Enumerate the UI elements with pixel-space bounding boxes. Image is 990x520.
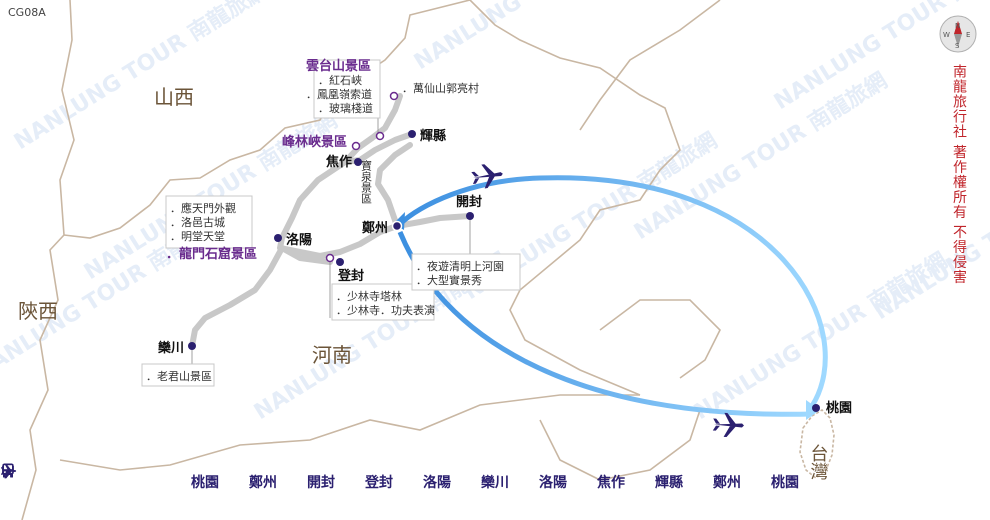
- border-henan-east: [469, 0, 681, 396]
- city-label-luanchuan: 欒川: [157, 340, 184, 356]
- svg-text:S: S: [955, 42, 960, 50]
- bus-icon: [2, 463, 417, 491]
- info-boxes: [141, 59, 521, 387]
- scenic-item: ．鳳凰嶺索道: [306, 87, 372, 101]
- bus-icon: [2, 463, 359, 491]
- province-henan: 河南: [312, 343, 352, 367]
- itinerary-route-bar: 桃園 鄭州 開封 登封 洛陽 欒川 洛陽 焦作 輝縣 鄭州 桃園: [0, 462, 990, 502]
- svg-text:W: W: [943, 31, 950, 39]
- city-label-kaifeng: 開封: [456, 194, 482, 210]
- city-markers: [188, 91, 820, 412]
- city-label-taoyuan: 桃園: [826, 400, 852, 416]
- route-stop: 洛陽: [423, 475, 451, 491]
- city-dot-luanchuan: [188, 342, 196, 350]
- scenic-item-laojunshan: ．老君山景區: [146, 370, 212, 383]
- copyright-notice: 南龍旅行社 著作權所有 不得侵害: [951, 64, 967, 285]
- watermark-layer: NANLUNG TOUR 南龍旅網 NANLUNG TOUR 南龍旅網 NANL…: [0, 0, 990, 425]
- route-stop: 鄭州: [249, 475, 277, 491]
- scenic-dot-yuntaishan: [375, 131, 385, 141]
- city-dot-huixian: [408, 130, 416, 138]
- border-shaanxi-henan: [21, 0, 75, 520]
- city-labels: 鄭州 開封 登封 洛陽 欒川 焦作 輝縣 桃園: [157, 128, 852, 416]
- city-label-jiaozuo: 焦作: [325, 154, 352, 170]
- province-shanxi: 山西: [154, 85, 194, 109]
- svg-text:E: E: [966, 31, 970, 39]
- border-hubei: [599, 299, 721, 379]
- city-dot-jiaozuo: [354, 158, 362, 166]
- province-taiwan: 台灣: [808, 444, 829, 481]
- bus-icon: [2, 463, 301, 491]
- scenic-item: ．少林寺塔林: [336, 289, 402, 303]
- scenic-dot-fenglinxia: [351, 141, 361, 151]
- city-dot-dengfeng: [336, 258, 344, 266]
- taiwan-island: [799, 408, 835, 480]
- scenic-title-baoquan: 寶泉景區: [360, 159, 373, 204]
- airplane-icon: [0, 463, 765, 491]
- city-label-dengfeng: 登封: [337, 268, 364, 284]
- scenic-vertical-label: 寶泉景區: [360, 159, 373, 204]
- scenic-dot-wanxianshan: [389, 91, 399, 101]
- scenic-item: ．大型實景秀: [416, 273, 482, 287]
- province-labels: 山西 陝西 河南 台灣: [18, 85, 829, 481]
- scenic-item-wanxianshan: ．萬仙山郭亮村: [402, 81, 479, 95]
- route-stop: 登封: [365, 475, 393, 491]
- map-code: CG08A: [8, 6, 46, 19]
- province-borders: [21, 0, 835, 520]
- border-shanxi-henan: [63, 0, 471, 239]
- scenic-title-yuntaishan: 雲台山景區: [306, 58, 371, 74]
- compass-icon: N S E W: [939, 15, 977, 53]
- watermark-text: NANLUNG TOUR 南龍旅網: [689, 248, 951, 425]
- airplane-icon: [471, 164, 503, 189]
- route-stop: 焦作: [597, 475, 625, 491]
- airplane-icon: [0, 463, 243, 491]
- route-stop: 桃園: [771, 475, 799, 491]
- route-stop: 桃園: [191, 475, 219, 491]
- city-dot-luoyang: [274, 234, 282, 242]
- city-dot-zhengzhou: [391, 220, 403, 232]
- watermark-text: NANLUNG TOUR 南龍旅網: [869, 148, 990, 325]
- watermark-text: NANLUNG TOUR 南龍旅網: [409, 0, 671, 75]
- scenic-item: ．紅石峽: [318, 74, 362, 87]
- watermark-text: NANLUNG TOUR 南龍旅網: [9, 0, 271, 155]
- road-route: [189, 93, 473, 349]
- scenic-dot-shaolin: [325, 253, 335, 263]
- bus-icon: [2, 463, 475, 491]
- yuntaishan-box: [313, 59, 381, 119]
- bus-icon: [2, 463, 649, 491]
- city-label-huixian: 輝縣: [420, 128, 446, 144]
- route-stop: 欒川: [481, 475, 509, 491]
- svg-text:N: N: [955, 22, 960, 30]
- city-label-luoyang: 洛陽: [286, 232, 312, 248]
- border-anhui: [539, 409, 701, 481]
- bus-icon: [2, 463, 707, 491]
- bus-icon: [2, 463, 591, 491]
- scenic-item: ．少林寺．功夫表演: [336, 303, 435, 317]
- luoyang-box: [165, 195, 253, 249]
- route-stop: 洛陽: [539, 475, 567, 491]
- route-stop: 輝縣: [655, 475, 683, 491]
- scenic-item: ．明堂天堂: [170, 230, 225, 243]
- scenic-labels: 雲台山景區 ．紅石峽 ．鳳凰嶺索道 ．玻璃棧道 峰林峽景區 ．萬仙山郭亮村 ．應…: [146, 58, 504, 383]
- route-stop: 鄭州: [713, 475, 741, 491]
- city-label-zhengzhou: 鄭州: [362, 220, 388, 236]
- kaifeng-box: [411, 253, 521, 291]
- border-north-east: [579, 0, 721, 131]
- scenic-title-longmen: ．龍門石窟景區: [166, 246, 257, 262]
- route-stop: 開封: [307, 475, 335, 491]
- city-dot-taoyuan: [812, 404, 820, 412]
- scenic-title-fenglinxia: 峰林峽景區: [282, 134, 347, 150]
- flight-out-arc: [398, 175, 828, 408]
- scenic-item: ．夜遊清明上河園: [416, 259, 504, 273]
- scenic-item: ．玻璃棧道: [318, 101, 373, 115]
- airplane-icon: [712, 412, 744, 437]
- bus-icon: [2, 463, 533, 491]
- scenic-item: ．應天門外觀: [170, 201, 236, 215]
- scenic-item: ．洛邑古城: [170, 215, 225, 229]
- laojunshan-box: [141, 363, 215, 387]
- border-south: [59, 394, 640, 471]
- province-shaanxi: 陝西: [18, 299, 58, 323]
- city-dot-kaifeng: [466, 212, 474, 220]
